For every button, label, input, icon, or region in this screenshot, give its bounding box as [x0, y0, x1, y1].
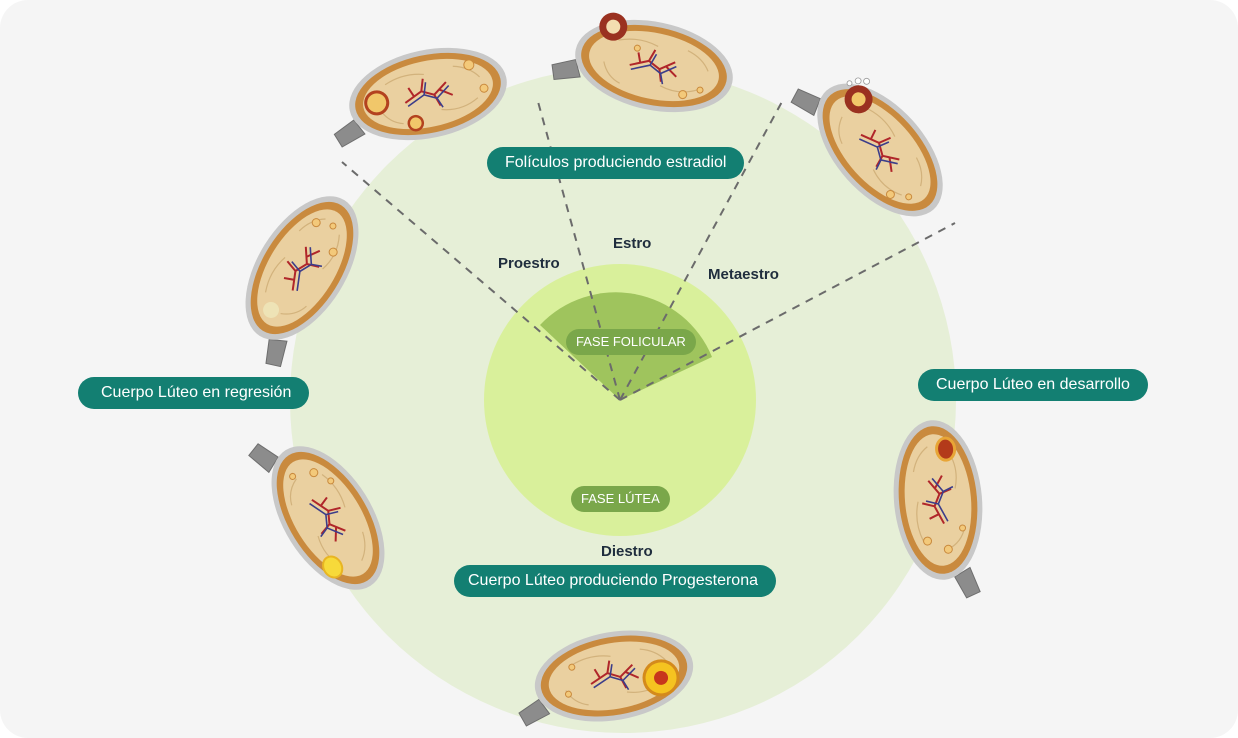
label-luteal-phase: FASE LÚTEA — [571, 486, 670, 512]
ovary-proestro — [320, 33, 517, 159]
phase-estro: Estro — [613, 235, 652, 252]
divider-metaestro — [619, 97, 785, 401]
label-follicles-estradiol: Folículos produciendo estradiol — [487, 147, 745, 179]
phase-diestro: Diestro — [601, 543, 653, 560]
label-cl-regression: Cuerpo Lúteo en regresión — [78, 377, 310, 409]
ovary-proestro-early — [210, 175, 383, 378]
phase-proestro: Proestro — [498, 255, 560, 272]
ovary-metaestro — [886, 415, 992, 605]
ovary-diestro — [506, 617, 702, 738]
label-cl-progesterone: Cuerpo Lúteo produciendo Progesterona — [454, 565, 776, 597]
phase-metaestro: Metaestro — [708, 266, 779, 283]
divider-diestro — [619, 222, 956, 401]
label-cl-developing: Cuerpo Lúteo en desarrollo — [918, 369, 1148, 401]
divider-proestro — [341, 161, 621, 401]
ovary-ovulation — [779, 45, 968, 240]
ovary-regression — [236, 408, 409, 611]
label-follicular-phase: FASE FOLICULAR — [566, 329, 696, 355]
ovary-estro — [546, 1, 743, 127]
